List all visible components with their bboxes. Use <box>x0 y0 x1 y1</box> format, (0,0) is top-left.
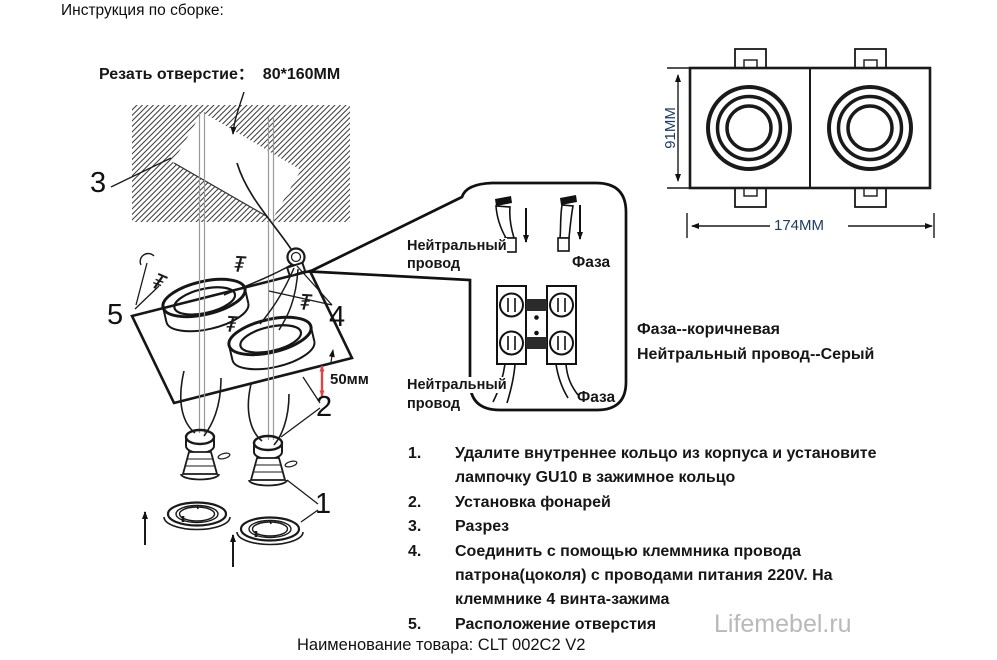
part-label-5: 5 <box>107 299 124 331</box>
page-title: Инструкция по сборке: <box>61 2 224 19</box>
step-5-text: Расположение отверстия <box>455 615 657 633</box>
neutral-wire-label-top: Нейтральный провод <box>407 237 511 273</box>
part-label-2: 2 <box>316 391 333 423</box>
step-1: 1. Удалите внутреннее кольцо из корпуса … <box>404 442 906 491</box>
step-5-number: 5. <box>408 615 422 633</box>
phase-label-top: Фаза <box>572 254 611 271</box>
suspension-wires <box>198 112 275 440</box>
step-3-number: 3. <box>408 518 422 536</box>
step-1-number: 1. <box>408 445 422 462</box>
step-4-number: 4. <box>408 542 422 560</box>
phase-label-bottom: Фаза <box>577 389 616 406</box>
dimension-width: 174MM <box>774 217 825 234</box>
dimension-height: 91MM <box>662 107 679 149</box>
step-5: 5. Расположение отверстия <box>404 613 906 637</box>
wiring-color-note-phase: Фаза--коричневая <box>637 321 780 338</box>
neutral-wire-label-top-text: Нейтральный провод <box>407 238 507 272</box>
dimension-lines <box>667 67 935 238</box>
step-1-text: Удалите внутреннее кольцо из корпуса и у… <box>455 445 877 487</box>
part-label-3: 3 <box>90 167 107 199</box>
watermark: Lifemebel.ru <box>714 610 852 638</box>
top-view-drawing <box>667 48 935 238</box>
assembly-steps-list: 1. Удалите внутреннее кольцо из корпуса … <box>404 442 906 637</box>
wiring-color-note: Фаза--коричневая Нейтральный провод--Сер… <box>637 317 874 367</box>
part-label-4: 4 <box>329 301 346 333</box>
step-2-number: 2. <box>408 493 422 511</box>
wiring-callout <box>304 181 628 412</box>
step-2-text: Установка фонарей <box>455 493 611 511</box>
depth-marker <box>319 349 335 397</box>
lamp-assembly-drawing <box>142 370 304 567</box>
connector-and-leaders <box>134 162 333 523</box>
step-4-text: Соединить с помощью клеммника провода па… <box>455 542 833 609</box>
step-3-text: Разрез <box>455 518 510 536</box>
step-3: 3. Разрез <box>404 515 906 539</box>
ceiling-cutout-drawing <box>110 91 350 222</box>
step-4: 4. Соединить с помощью клеммника провода… <box>404 540 906 613</box>
gimbal-rings <box>161 277 316 371</box>
cut-hole-note: Резать отверстие： 80*160MM <box>99 66 341 83</box>
neutral-wire-label-bottom: Нейтральный провод <box>407 376 511 414</box>
product-name: Наименование товара: CLT 002C2 V2 <box>297 636 586 654</box>
step-2: 2. Установка фонарей <box>404 491 906 515</box>
terminal-block <box>496 285 577 365</box>
mounting-plate-drawing <box>130 269 354 405</box>
part-label-1: 1 <box>315 488 332 520</box>
wiring-color-note-neutral: Нейтральный провод--Серый <box>637 346 875 363</box>
depth-label: 50мм <box>330 371 369 388</box>
neutral-wire-label-bottom-text: Нейтральный провод <box>407 377 507 412</box>
